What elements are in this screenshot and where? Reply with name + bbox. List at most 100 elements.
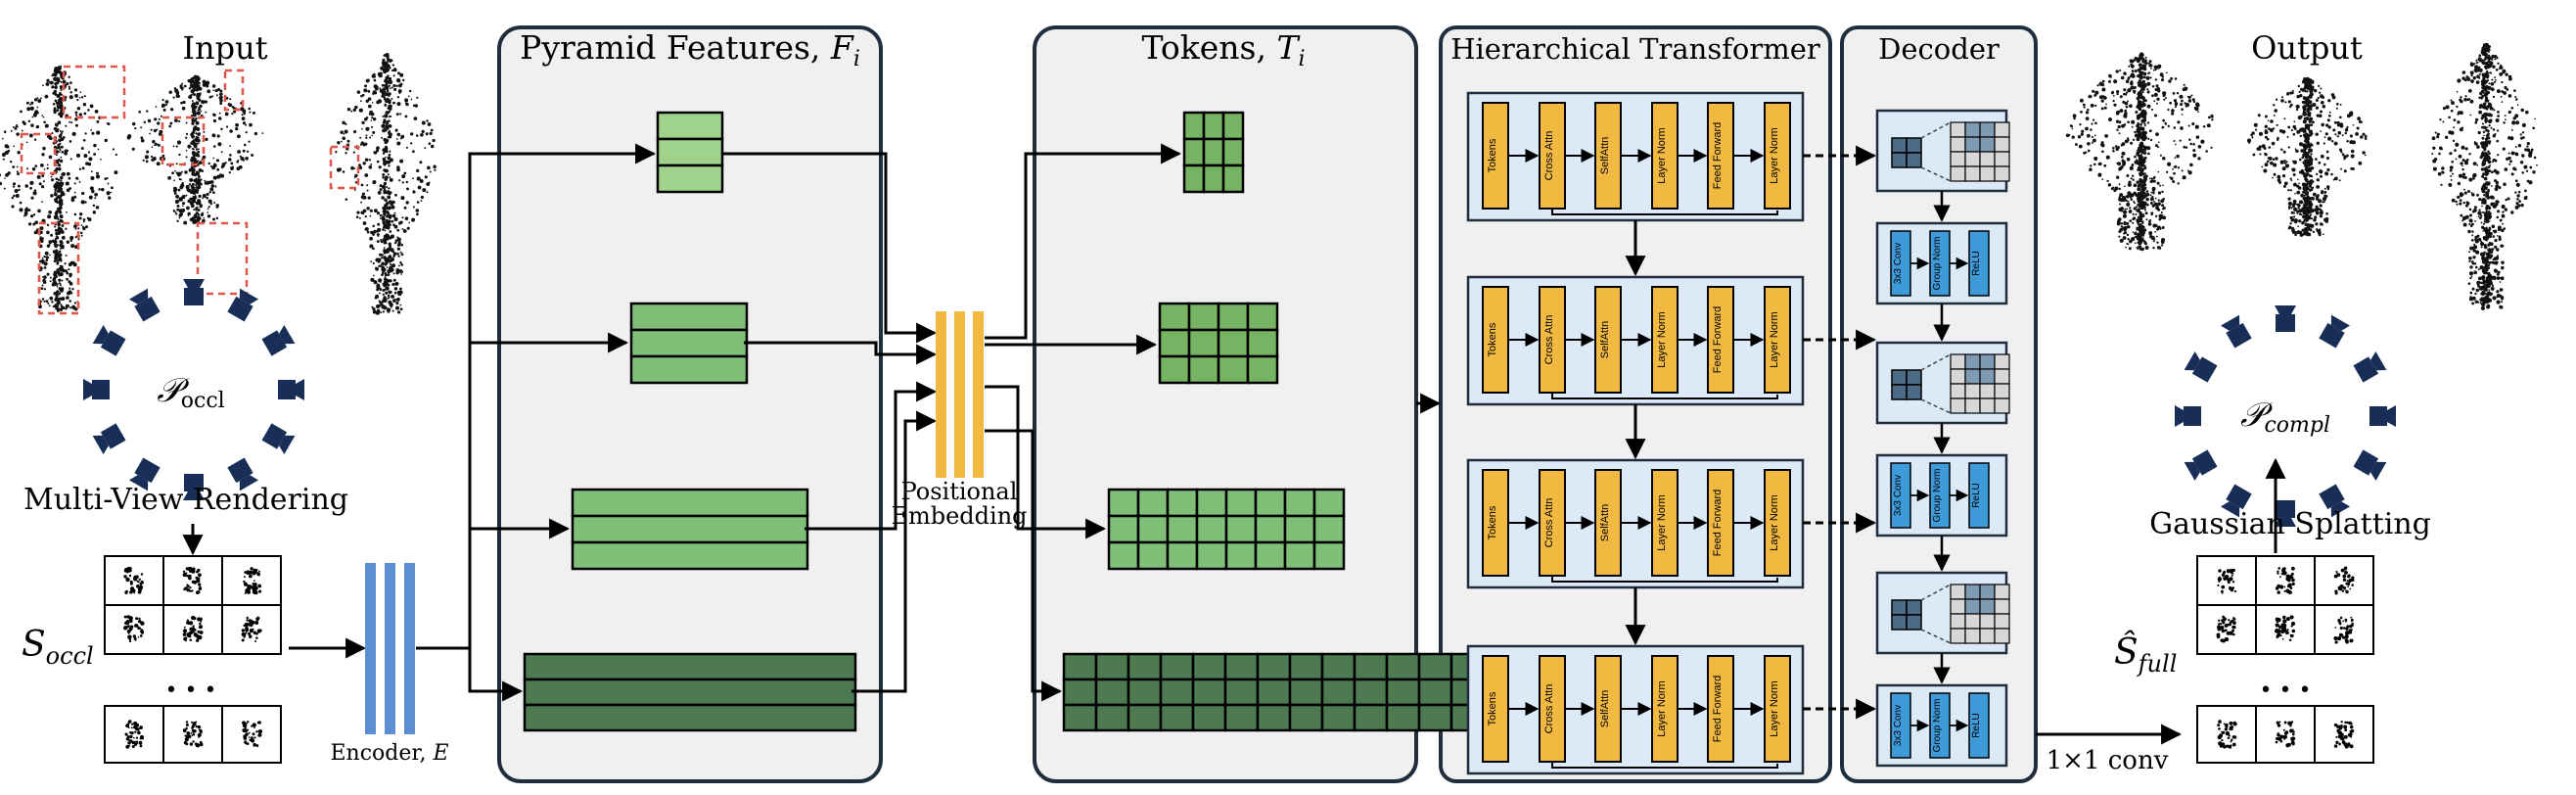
point xyxy=(58,134,63,138)
point xyxy=(2479,302,2482,304)
point xyxy=(2133,216,2137,220)
point xyxy=(2270,128,2274,132)
point xyxy=(2302,143,2307,148)
point xyxy=(2328,111,2331,114)
point xyxy=(176,94,180,99)
point xyxy=(2492,235,2496,238)
point xyxy=(2309,209,2314,213)
point xyxy=(191,183,195,186)
point xyxy=(55,177,59,181)
point xyxy=(131,723,134,725)
conv-layer-label: Group Norm xyxy=(1932,698,1943,752)
point xyxy=(230,162,234,165)
point xyxy=(2185,146,2188,149)
point xyxy=(185,736,189,740)
point xyxy=(2150,68,2152,70)
point xyxy=(392,272,395,275)
point xyxy=(217,117,222,120)
point xyxy=(58,203,62,207)
transformer-layer xyxy=(1651,469,1679,577)
point xyxy=(382,60,386,65)
point xyxy=(2320,154,2324,159)
point xyxy=(185,721,189,724)
point xyxy=(186,731,191,735)
point xyxy=(192,117,195,119)
point xyxy=(383,298,388,304)
point xyxy=(2141,102,2146,108)
point xyxy=(2089,167,2093,171)
point xyxy=(2122,226,2126,230)
point xyxy=(123,569,127,573)
point xyxy=(2509,160,2512,164)
point xyxy=(370,119,373,121)
point xyxy=(2281,166,2286,171)
point xyxy=(131,744,135,749)
point xyxy=(2091,135,2094,138)
point xyxy=(237,134,241,139)
point xyxy=(2482,279,2486,283)
point xyxy=(350,165,354,170)
high-res-cell xyxy=(1950,353,1966,370)
point xyxy=(57,231,61,235)
point xyxy=(71,131,76,136)
point xyxy=(2514,179,2518,183)
point xyxy=(227,103,231,107)
point xyxy=(2156,203,2160,207)
point xyxy=(71,304,76,309)
point xyxy=(88,195,93,200)
point xyxy=(2161,190,2164,194)
point xyxy=(2133,85,2137,90)
point xyxy=(193,119,196,122)
point xyxy=(2302,107,2307,111)
point xyxy=(2137,233,2139,236)
point xyxy=(70,196,74,200)
point xyxy=(2137,242,2139,245)
point xyxy=(355,215,359,218)
point xyxy=(207,206,210,209)
point xyxy=(395,302,399,305)
point xyxy=(2181,169,2184,172)
point xyxy=(2159,72,2164,77)
point xyxy=(27,209,31,211)
point xyxy=(248,736,251,738)
point xyxy=(356,90,361,94)
point xyxy=(2287,100,2291,104)
point xyxy=(2152,176,2156,180)
point xyxy=(383,252,387,255)
point xyxy=(2126,221,2130,225)
point xyxy=(2520,136,2524,140)
point xyxy=(193,209,196,211)
point xyxy=(2518,200,2521,203)
point xyxy=(2165,170,2169,173)
point xyxy=(392,252,397,256)
point xyxy=(352,108,356,112)
point xyxy=(198,86,203,91)
point xyxy=(2481,122,2484,125)
token-cell xyxy=(1182,164,1206,194)
point xyxy=(384,104,388,107)
point xyxy=(2476,61,2479,64)
point xyxy=(2179,94,2184,99)
point xyxy=(388,79,391,84)
point xyxy=(2306,137,2311,141)
point xyxy=(2442,107,2446,111)
point xyxy=(396,252,399,256)
point xyxy=(2302,96,2307,101)
point xyxy=(2139,149,2144,154)
point xyxy=(24,184,28,188)
point xyxy=(2310,166,2315,170)
point xyxy=(2116,175,2120,179)
point xyxy=(2457,181,2461,186)
point xyxy=(2306,169,2309,173)
point xyxy=(180,178,182,181)
point xyxy=(2157,199,2160,202)
point xyxy=(428,181,431,184)
point xyxy=(2303,194,2306,197)
point xyxy=(74,114,78,117)
transformer-layer-label: Layer Norm xyxy=(1656,311,1668,367)
point xyxy=(256,721,260,725)
point xyxy=(2521,122,2526,127)
point xyxy=(59,248,62,250)
point xyxy=(61,130,64,133)
